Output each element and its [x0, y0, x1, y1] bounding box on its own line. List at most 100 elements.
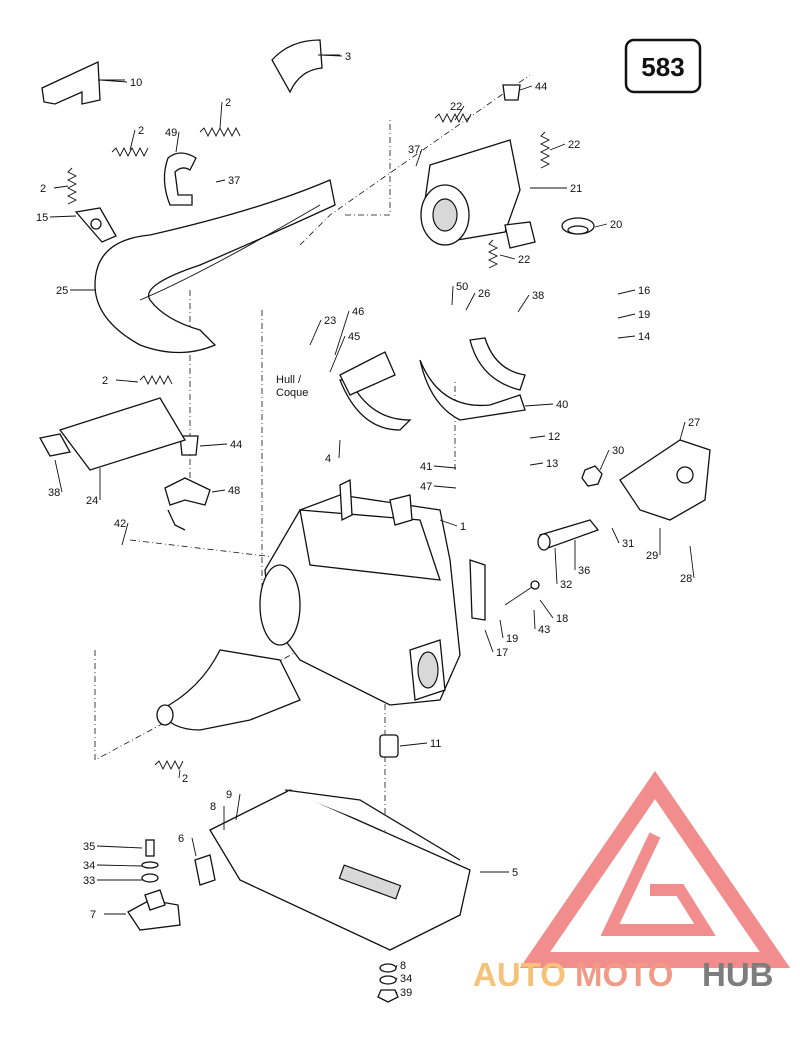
engine-support-part-5 [209, 789, 471, 951]
callout-29: 29 [646, 550, 658, 562]
callout-2: 2 [40, 183, 46, 195]
callout-leader-9 [235, 793, 241, 821]
hardware-stack-bottom [377, 963, 399, 1003]
callout-leader-46 [334, 310, 350, 356]
diagram-number: 583 [641, 52, 684, 82]
callout-leader-48 [211, 489, 226, 493]
bolt-part-18 [504, 580, 540, 606]
callout-leader-32 [554, 547, 558, 585]
callout-11: 11 [430, 738, 441, 750]
callout-leader-11 [399, 742, 428, 747]
callout-leader-42 [121, 522, 129, 546]
callout-37: 37 [228, 175, 240, 187]
callout-44: 44 [535, 81, 547, 93]
callout-leader-41 [433, 465, 457, 469]
callout-leader-2 [115, 379, 139, 383]
callout-leader-47 [433, 485, 457, 489]
callout-leader-40 [524, 403, 554, 407]
callout-48: 48 [228, 485, 240, 497]
callout-47: 47 [420, 481, 432, 493]
callout-leader-2 [129, 129, 136, 151]
gasket-part-15 [74, 207, 117, 243]
bushing-part-11 [379, 734, 399, 758]
callout-leader-6 [191, 837, 197, 857]
callout-16: 16 [638, 285, 650, 297]
exhaust-manifold [156, 649, 301, 731]
callout-24: 24 [86, 495, 98, 507]
watermark-text: AUTO MOTO HUB [473, 956, 774, 993]
callout-46: 46 [352, 306, 364, 318]
bracket-part-27 [619, 439, 711, 521]
callout-leader-2 [219, 101, 223, 129]
callout-38: 38 [532, 290, 544, 302]
callout-leader-37 [415, 148, 423, 167]
callout-leader-4 [338, 439, 341, 459]
callout-21: 21 [570, 183, 582, 195]
coque-label: Coque [276, 387, 308, 399]
callout-2: 2 [225, 97, 231, 109]
muffler-part-21 [420, 139, 536, 249]
callout-leader-50 [451, 285, 454, 306]
callout-39: 39 [400, 987, 412, 999]
callout-41: 41 [420, 461, 432, 473]
callout-leader-44 [199, 443, 228, 447]
callout-leader-17 [484, 629, 494, 653]
engine-part-1 [259, 478, 461, 706]
callout-2: 2 [138, 125, 144, 137]
callout-leader-15 [49, 215, 77, 218]
watermark-part3: HUB [702, 956, 774, 993]
callout-32: 32 [560, 579, 572, 591]
callout-31: 31 [622, 538, 634, 550]
callout-8: 8 [210, 801, 216, 813]
callout-leader-16 [617, 289, 636, 295]
callout-30: 30 [612, 445, 624, 457]
callout-leader-18 [539, 599, 554, 619]
callout-42: 42 [114, 518, 126, 530]
callout-leader-38 [54, 459, 63, 493]
callout-22: 22 [518, 254, 530, 266]
callout-38: 38 [48, 487, 60, 499]
callout-12: 12 [548, 431, 560, 443]
callout-leader-22 [549, 143, 566, 151]
heat-shield-part-3 [271, 39, 340, 94]
callout-leader-28 [689, 545, 695, 579]
callout-13: 13 [546, 458, 558, 470]
elbow-part-49 [163, 152, 197, 206]
callout-leader-14 [617, 335, 636, 339]
callout-49: 49 [165, 127, 177, 139]
watermark-part1: AUTO [473, 956, 566, 993]
callout-45: 45 [348, 331, 360, 343]
callout-17: 17 [496, 647, 508, 659]
tuned-pipe-part-25 [94, 179, 336, 354]
heat-guard-part-24 [38, 397, 186, 471]
rod-part-32-36 [537, 519, 600, 551]
callout-34: 34 [83, 860, 95, 872]
callout-7: 7 [90, 909, 96, 921]
callout-leader-2 [53, 185, 69, 189]
diagram-number-box: 583 [624, 38, 702, 94]
watermark-logo [519, 770, 791, 968]
callout-18: 18 [556, 613, 568, 625]
callout-leader-10 [99, 79, 128, 83]
watermark-part2: MOTO [575, 956, 673, 993]
callout-leader-49 [175, 131, 180, 153]
damper-part-6 [194, 854, 216, 886]
callout-19: 19 [638, 309, 650, 321]
callout-8: 8 [400, 960, 406, 972]
nut-part-30 [581, 465, 603, 487]
plate-part-17 [469, 559, 486, 621]
callout-9: 9 [226, 789, 232, 801]
callout-33: 33 [83, 875, 95, 887]
bracket-part-10 [41, 61, 125, 105]
callout-leader-3 [319, 54, 343, 57]
callout-36: 36 [578, 565, 590, 577]
callout-leader-22 [454, 105, 465, 121]
callout-leader-19 [499, 619, 504, 639]
callout-26: 26 [478, 288, 490, 300]
callout-14: 14 [638, 331, 650, 343]
callout-leader-23 [309, 319, 322, 346]
callout-leader-2 [178, 769, 181, 779]
callout-leader-35 [96, 845, 143, 849]
callout-leader-44 [519, 85, 533, 91]
